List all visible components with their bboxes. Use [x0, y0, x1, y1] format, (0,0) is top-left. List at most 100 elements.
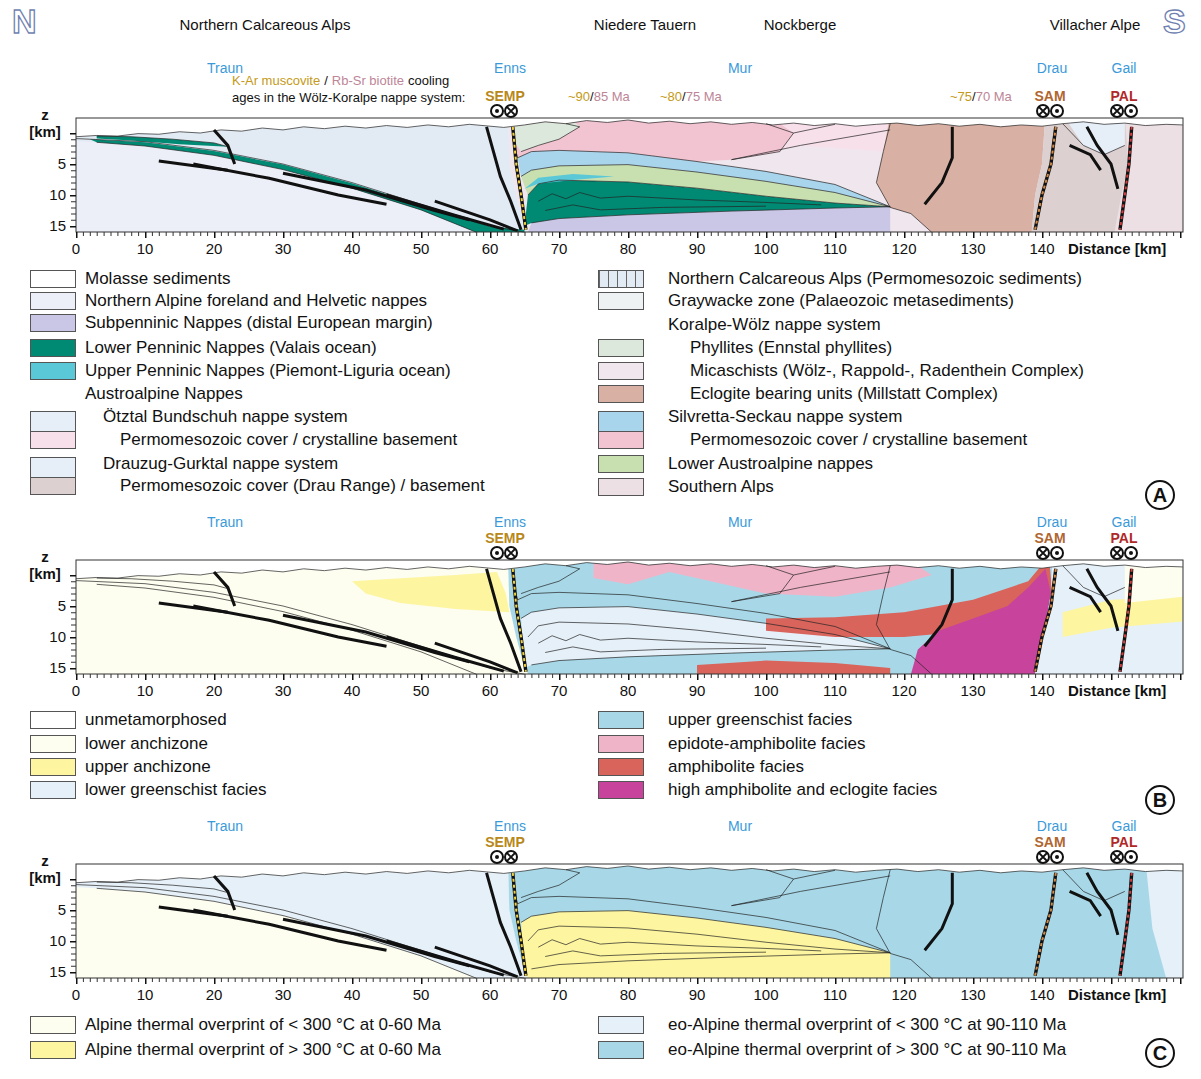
axis-label: 60 [482, 986, 499, 1003]
label-group: K-Ar muscovite/Rb-Sr biotitecooling [232, 74, 449, 89]
legend-swatch [598, 270, 644, 288]
cooling-age: / [682, 90, 686, 105]
river-name: Mur [728, 514, 752, 530]
cooling-age: 75 Ma [686, 90, 722, 105]
river-name: Traun [207, 818, 243, 834]
region-name: Niedere Tauern [594, 16, 696, 33]
g-shape [76, 556, 1183, 674]
legend-swatch [598, 385, 644, 403]
compass-letter: S [1163, 2, 1186, 41]
axis-label: 30 [275, 240, 292, 257]
panel-b [73, 547, 1183, 677]
legend-text: Alpine thermal overprint of < 300 °C at … [85, 1015, 441, 1035]
river-name: Gail [1112, 60, 1137, 76]
region-name: Nockberge [764, 16, 837, 33]
legend-swatch [30, 431, 76, 449]
legend-text: lower anchizone [85, 734, 208, 754]
legend-swatch [598, 735, 644, 753]
legend-heading: Koralpe-Wölz nappe system [668, 315, 881, 335]
fault-name: PAL [1111, 530, 1138, 546]
axis-label: 60 [482, 682, 499, 699]
legend-text: Permomesozoic cover (Drau Range) / basem… [120, 476, 485, 496]
legend-text: Southern Alps [668, 477, 774, 497]
axis-label: 130 [960, 240, 985, 257]
axis-label: 10 [137, 240, 154, 257]
axis-label: 30 [275, 682, 292, 699]
polygon-shape [521, 607, 890, 668]
g-shape [76, 556, 1183, 674]
legend-text: lower greenschist facies [85, 780, 266, 800]
legend-text: Molasse sediments [85, 269, 231, 289]
axis-label: 15 [49, 963, 66, 980]
axis-label: Distance [km] [1068, 682, 1166, 699]
river-name: Traun [207, 514, 243, 530]
polygon-shape [911, 569, 1051, 674]
axis-label: 80 [620, 682, 637, 699]
rect-shape [76, 860, 1183, 978]
g-shape [76, 860, 1183, 978]
legend-text: eo-Alpine thermal overprint of > 300 °C … [668, 1040, 1066, 1060]
axis-label: 60 [482, 240, 499, 257]
cooling-age: ~90 [568, 90, 590, 105]
cooling-age: Rb-Sr biotite [332, 74, 404, 89]
use-shape [73, 105, 1183, 235]
river-name: Mur [728, 818, 752, 834]
axis-label: 10 [49, 932, 66, 949]
cooling-age: / [324, 74, 328, 89]
use-shape [76, 562, 1183, 674]
river-name: Enns [494, 514, 526, 530]
label-group: ~80/75 Ma [660, 90, 722, 105]
axis-label: 50 [413, 986, 430, 1003]
legend-text: Northern Alpine foreland and Helvetic na… [85, 291, 427, 311]
river-name: Drau [1037, 514, 1067, 530]
label-group: ~90/85 Ma [568, 90, 630, 105]
axis-label: 15 [49, 217, 66, 234]
legend-text: upper anchizone [85, 757, 211, 777]
legend-text: Eclogite bearing units (Millstatt Comple… [690, 384, 998, 404]
axis-label: 0 [72, 240, 80, 257]
legend-swatch [30, 314, 76, 332]
legend-text: Permomesozoic cover / crystalline baseme… [690, 430, 1027, 450]
fault-name: SAM [1034, 88, 1065, 104]
axis-label: [km] [29, 565, 61, 582]
axis-label: 110 [823, 240, 847, 257]
legend-text: Phyllites (Ennstal phyllites) [690, 338, 892, 358]
axis-label: 120 [891, 682, 916, 699]
axis-label: 0 [72, 682, 80, 699]
river-name: Drau [1037, 60, 1067, 76]
polygon-shape [1146, 860, 1183, 978]
axis-label: 110 [823, 986, 847, 1003]
axis-label: 30 [275, 986, 292, 1003]
polygon-shape [1035, 556, 1183, 674]
axis-label: 100 [753, 986, 778, 1003]
axis-label: 50 [413, 682, 430, 699]
axis-label: 70 [551, 240, 568, 257]
cooling-age: 85 Ma [594, 90, 630, 105]
legend-swatch [30, 1016, 76, 1034]
legend-swatch [30, 711, 76, 729]
polygon-shape [97, 136, 228, 147]
axis-label: 50 [413, 240, 430, 257]
river-name: Enns [494, 818, 526, 834]
rect-shape [76, 556, 1183, 674]
region-name: Villacher Alpe [1050, 16, 1141, 33]
axis-label: 120 [891, 240, 916, 257]
g-shape [76, 860, 1183, 978]
legend-text: Northern Calcareous Alps (Permomesozoic … [668, 269, 1082, 289]
cover-swatch [598, 411, 644, 432]
axis-label: 130 [960, 986, 985, 1003]
legend-heading: Austroalpine Nappes [85, 384, 243, 404]
legend-heading: Ötztal Bundschuh nappe system [103, 407, 348, 427]
axis-label: 20 [206, 682, 223, 699]
axis-label: 40 [344, 682, 361, 699]
axis-label: 110 [823, 682, 847, 699]
axis-label: z [41, 106, 49, 123]
fault-name: SEMP [485, 530, 525, 546]
cooling-age: / [590, 90, 594, 105]
legend-text: Permomesozoic cover / crystalline baseme… [120, 430, 457, 450]
axis-label: 80 [620, 240, 637, 257]
legend-text: amphibolite facies [668, 757, 804, 777]
axis-label: 100 [753, 240, 778, 257]
polygon-shape [1114, 114, 1182, 232]
axis-label: 100 [753, 682, 778, 699]
